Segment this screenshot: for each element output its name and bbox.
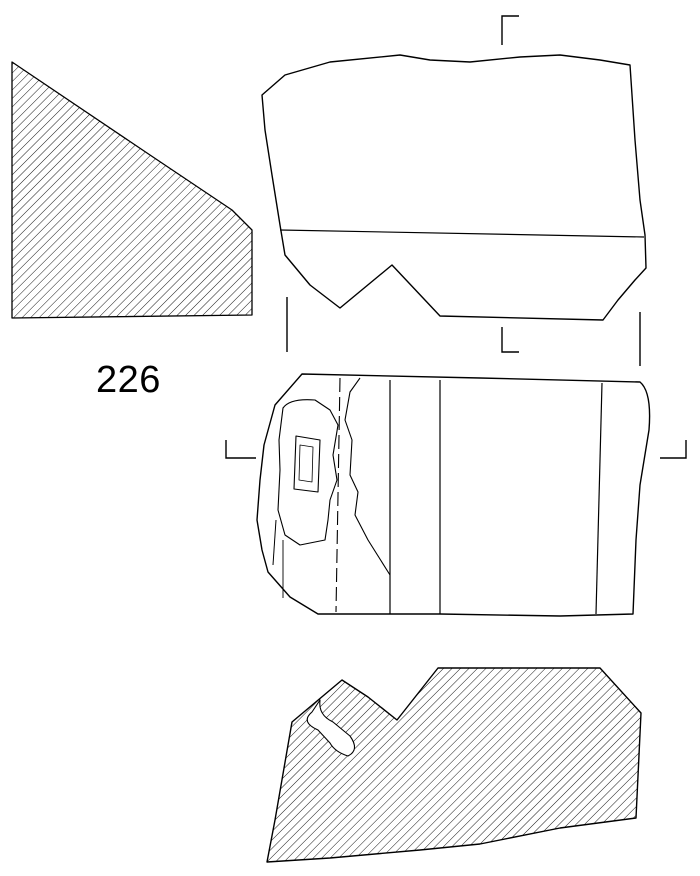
profile-section-left [11, 61, 253, 319]
top-view [261, 54, 647, 321]
profile-section-bottom [266, 667, 642, 863]
front-view [256, 373, 651, 617]
section-marks-top [286, 15, 641, 366]
catalog-number: 226 [96, 359, 161, 401]
section-marks-front [225, 440, 687, 459]
